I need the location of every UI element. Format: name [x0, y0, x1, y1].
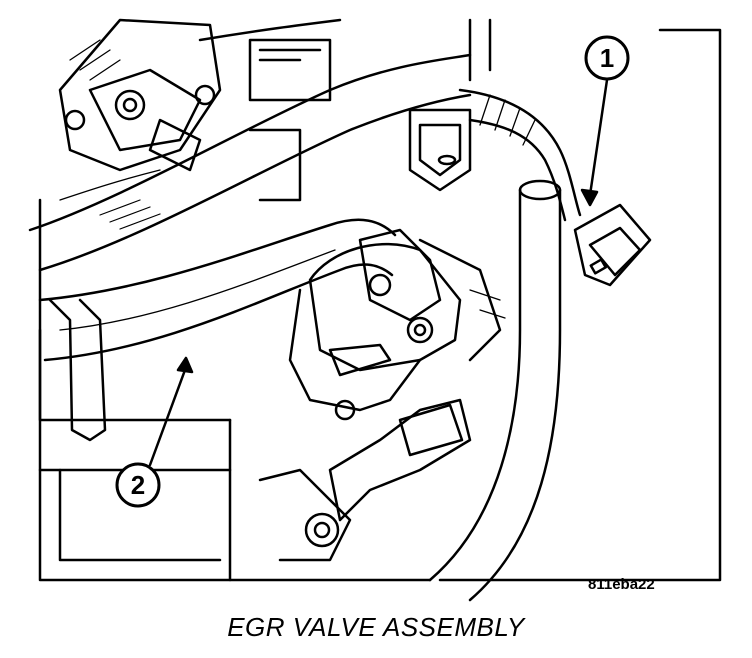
figure-reference-code: 811eba22: [588, 576, 655, 593]
leader-line-1: [580, 78, 609, 207]
egr-valve-body: [288, 228, 506, 421]
egr-tube: [38, 218, 397, 442]
callout-number-1: 1: [600, 43, 614, 73]
upper-hose: [28, 18, 472, 272]
callout-circle-2: [115, 462, 161, 508]
wiring-harness: [408, 88, 582, 222]
callout-number-2: 2: [131, 470, 145, 500]
vent-pipe: [428, 179, 562, 602]
figure-caption: EGR VALVE ASSEMBLY: [227, 612, 525, 642]
engine-background: [38, 18, 722, 582]
solenoid-bracket: [258, 398, 472, 562]
throttle-housing: [58, 18, 222, 172]
callout-circle-1: [584, 35, 630, 81]
electrical-connector: [573, 203, 652, 287]
leader-line-2: [148, 356, 194, 467]
